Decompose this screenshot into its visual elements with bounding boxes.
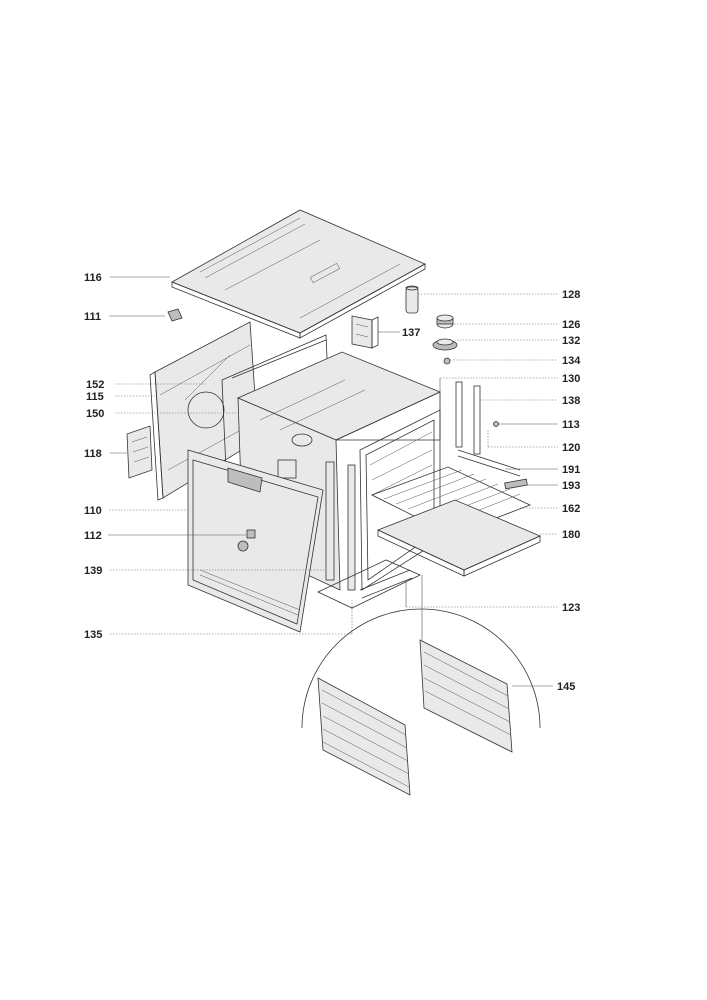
baking-tray [376, 499, 542, 577]
label-150: 150 [86, 408, 104, 420]
label-137: 137 [402, 327, 420, 339]
clip-part [167, 308, 183, 322]
knob-assembly [432, 314, 458, 365]
label-135: 135 [84, 629, 102, 641]
label-116: 116 [84, 272, 102, 284]
label-139: 139 [84, 565, 102, 577]
left-side-panel [149, 321, 259, 501]
label-134: 134 [562, 355, 581, 367]
door-clip [246, 529, 256, 539]
label-112: 112 [84, 530, 102, 542]
side-grid-panel-left [317, 677, 411, 796]
front-door [187, 449, 324, 633]
label-191: 191 [562, 464, 580, 476]
cylinder-part [405, 285, 419, 314]
label-115: 115 [86, 391, 104, 403]
label-138: 138 [562, 395, 580, 407]
bottom-rails [359, 569, 413, 599]
label-110: 110 [84, 505, 102, 517]
label-180: 180 [562, 529, 580, 541]
side-vent-panel [126, 425, 153, 479]
label-128: 128 [562, 289, 580, 301]
label-113: 113 [562, 419, 580, 431]
label-145: 145 [557, 681, 575, 693]
side-grid-panel-right [419, 639, 513, 753]
sensor-part [504, 478, 528, 490]
label-152: 152 [86, 379, 104, 391]
label-111: 111 [84, 311, 101, 323]
part-labels: 116 111 152 115 150 118 110 112 139 135 … [84, 272, 581, 693]
label-120: 120 [562, 442, 580, 454]
label-193: 193 [562, 480, 580, 492]
screw-part [493, 421, 499, 427]
bracket-part [351, 315, 379, 349]
label-118: 118 [84, 448, 102, 460]
detail-zoom-circle [301, 608, 541, 729]
front-opening-frame [359, 409, 441, 591]
label-162: 162 [562, 503, 580, 515]
leader-lines [108, 276, 558, 687]
front-frame [317, 461, 421, 609]
label-130: 130 [562, 373, 580, 385]
side-rails [455, 381, 521, 477]
label-123: 123 [562, 602, 580, 614]
label-132: 132 [562, 335, 580, 347]
label-126: 126 [562, 319, 580, 331]
top-cover-plate [171, 209, 426, 339]
